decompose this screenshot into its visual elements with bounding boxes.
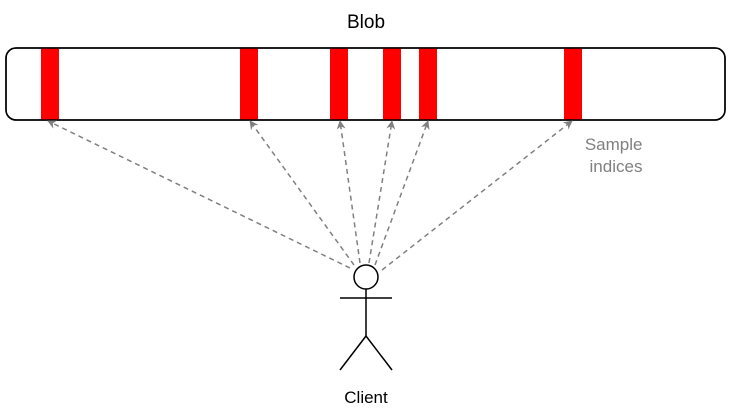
client-figure: [339, 264, 393, 371]
client-label: Client: [344, 388, 388, 407]
sample-request-arrow: [249, 120, 355, 266]
sample-request-arrow: [47, 120, 351, 269]
sample-request-arrow: [336, 120, 361, 264]
blob-bar: [5, 47, 726, 121]
blob-title: Blob: [347, 12, 385, 33]
sample-request-arrow: [374, 120, 430, 266]
sample-marker: [330, 48, 348, 120]
sample-indices-annotation: Sample indices: [585, 135, 647, 176]
sample-marker: [41, 48, 59, 120]
client-head: [353, 264, 379, 290]
annotation-line-1: Sample: [585, 135, 643, 154]
sample-marker: [419, 48, 437, 120]
sample-request-arrows: [47, 120, 573, 271]
annotation-line-2: indices: [590, 157, 643, 176]
sample-marker: [240, 48, 258, 120]
sample-request-arrow: [368, 120, 396, 264]
client-right-leg: [365, 335, 393, 371]
client-left-leg: [339, 335, 367, 371]
sample-marker: [383, 48, 401, 120]
sample-marker: [564, 48, 582, 120]
sample-request-arrow: [381, 120, 573, 271]
blob-bar-outline: [5, 47, 726, 121]
